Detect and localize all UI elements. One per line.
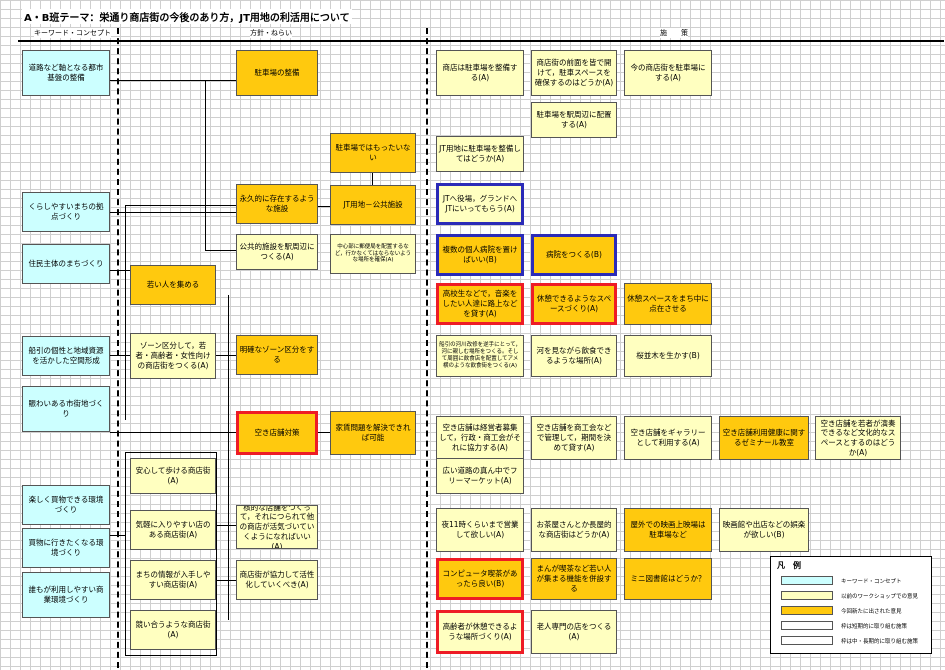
measure-box: 休憩できるようなスペースづくり(A) <box>531 283 617 325</box>
measure-box: 商店は駐車場を整備する(A) <box>436 50 524 96</box>
measure-box: 映画館や出店などの娯楽が欲しい(B) <box>719 508 809 552</box>
policy-box: 気軽に入りやすい店のある商店街(A) <box>130 510 216 550</box>
legend-title: 凡 例 <box>777 561 801 570</box>
connector <box>125 452 217 453</box>
connector <box>216 355 236 356</box>
measure-box: 屋外での映画上映場は駐車場など <box>624 508 712 552</box>
policy-box: 駐車場の整備 <box>236 50 318 96</box>
connector <box>228 295 229 620</box>
legend-swatch-long-term <box>781 636 833 645</box>
measure-box: 老人専門の店をつくる(A) <box>531 610 617 654</box>
measure-box: 高校生などで，音楽をしたい人達に路上などを貸す(A) <box>436 283 524 325</box>
measure-box: 空き店舗を商工会などで管理して，期間を決めて貸す(A) <box>531 416 617 460</box>
connector <box>110 212 237 213</box>
policy-box: 若い人を集める <box>130 265 216 305</box>
measure-box: JTへ役場，グランドへJTにいってもらう(A) <box>436 183 524 225</box>
connector <box>318 432 330 433</box>
keyword-box: 楽しく買物できる環境づくり <box>22 485 110 525</box>
policy-box: 安心して歩ける商店街(A) <box>130 458 216 494</box>
page-title: A・B班テーマ：栄通り商店街の今後のあり方，JT用地の利活用について <box>22 9 352 24</box>
policy-box: 核的な店舗をつくって，それにつられて他の商店が活気づいていくようになればいい(A… <box>236 505 318 549</box>
measure-box: 河を見ながら飲食できるような場所(A) <box>531 335 617 377</box>
legend: 凡 例 キーワード・コンセプト 以前のワークショップでの意見 今回新たに出された… <box>770 556 932 654</box>
policy-box: 競い合うような商店街(A) <box>130 610 216 650</box>
legend-label: 今回新たに出された意見 <box>841 609 902 615</box>
connector <box>318 206 330 207</box>
legend-swatch-new <box>781 606 833 615</box>
measure-box: 空き店舗は経営者募集して，行政・商工会がそれに協力する(A) <box>436 416 524 460</box>
measure-box: 商店街の前面を皆で開けて，駐車スペースを確保するのはどうか(A) <box>531 50 617 96</box>
measure-box: JT用地に駐車場を整備してはどうか(A) <box>436 136 524 172</box>
connector <box>110 535 126 536</box>
policy-box: 明確なゾーン区分をする <box>236 335 318 375</box>
connector <box>216 452 217 655</box>
divider-left <box>117 28 119 668</box>
header-policy: 方針・ねらい <box>250 28 292 38</box>
keyword-box: 船引の個性と地域資源を活かした空間形成 <box>22 336 110 376</box>
connector <box>216 525 236 526</box>
legend-label: 以前のワークショップでの意見 <box>841 594 919 600</box>
divider-right <box>426 28 428 668</box>
policy-box: ゾーン区分して，若者・高齢者・女性向けの商店街をつくる(A) <box>130 333 216 379</box>
measure-box: 高齢者が休憩できるような場所づくり(A) <box>436 610 524 654</box>
policy-box: 家賃問題を解決できれば可能 <box>330 411 416 455</box>
keyword-box: 誰もが利用しやすい商業環境づくり <box>22 572 110 618</box>
connector <box>372 173 373 185</box>
keyword-box: 賑わいある市街地づくり <box>22 386 110 432</box>
policy-box: 空き店舗対策 <box>236 411 318 455</box>
measure-box: 空き店舗をギャラリーとして利用する(A) <box>624 416 712 460</box>
legend-label: 枠は中・長期的に取り組む施策 <box>841 639 919 645</box>
legend-label: 枠は短期的に取り組む施策 <box>841 624 908 630</box>
policy-box: 商店街が協力して活性化していくべき(A) <box>236 560 318 600</box>
keyword-box: 住民主体のまちづくり <box>22 244 110 284</box>
connector <box>205 250 237 251</box>
legend-swatch-keyword <box>781 576 833 585</box>
measure-box: 今の商店街を駐車場にする(A) <box>624 50 712 96</box>
measure-box: 病院をつくる(B) <box>531 234 617 276</box>
measure-box: お茶屋さんとか長屋的な商店街はどうか(A) <box>531 508 617 552</box>
keyword-box: 道路など軸となる都市基盤の整備 <box>22 50 110 96</box>
connector <box>110 355 130 356</box>
measure-box: ミニ図書館はどうか？ <box>624 558 712 600</box>
connector <box>110 270 130 271</box>
measure-box: コンピュータ喫茶があったら良い(B) <box>436 558 524 600</box>
policy-box: 永久的に存在するような施設 <box>236 184 318 224</box>
measure-box: 空き店舗利用健康に関するゼミナール教室 <box>719 416 809 460</box>
policy-box: JT用地－公共施設 <box>330 185 416 225</box>
measure-box: 桜並木を生かす(B) <box>624 335 712 377</box>
connector <box>216 580 236 581</box>
measure-box: 駐車場を駅周辺に配置する(A) <box>531 102 617 138</box>
keyword-box: くらしやすいまちの拠点づくり <box>22 192 110 232</box>
header-keyword: キーワード・コンセプト <box>34 28 111 38</box>
connector <box>125 205 237 206</box>
legend-swatch-short-term <box>781 621 833 630</box>
header-rule <box>18 40 944 42</box>
connector <box>205 80 206 250</box>
measure-box: 複数の個人病院を置けばいい(B) <box>436 234 524 276</box>
connector <box>125 655 217 656</box>
header-measures: 施 策 <box>660 28 688 38</box>
policy-box: 駐車場ではもったいない <box>330 133 416 173</box>
keyword-box: 買物に行きたくなる環境づくり <box>22 528 110 568</box>
measure-box: 広い道路の真ん中でフリーマーケット(A) <box>436 458 524 494</box>
measure-box: 夜11時くらいまで営業して欲しい(A) <box>436 508 524 552</box>
connector <box>125 205 126 420</box>
measure-box: 空き店舗を若者が演奏できるなど文化的なスペースとするのはどうか(A) <box>815 416 901 460</box>
measure-box: 船引の河川改修を逆手にとって，河に親しむ場所をつくる。そして周囲に飲食店を配置し… <box>436 335 524 377</box>
legend-swatch-previous <box>781 591 833 600</box>
measure-box: まんが喫茶など若い人が集まる機能を併設する <box>531 558 617 600</box>
policy-box: 公共的施設を駅周辺につくる(A) <box>236 234 318 270</box>
connector <box>125 452 126 655</box>
policy-box: まちの情報が入手しやすい商店街(A) <box>130 560 216 600</box>
connector <box>110 432 237 433</box>
legend-label: キーワード・コンセプト <box>841 579 902 585</box>
policy-box: 中心部に郵便局を配置するなど，行かなくてはならないような場所を確保(A) <box>330 234 416 274</box>
connector <box>110 80 237 81</box>
measure-box: 休憩スペースをまち中に点在させる <box>624 283 712 325</box>
